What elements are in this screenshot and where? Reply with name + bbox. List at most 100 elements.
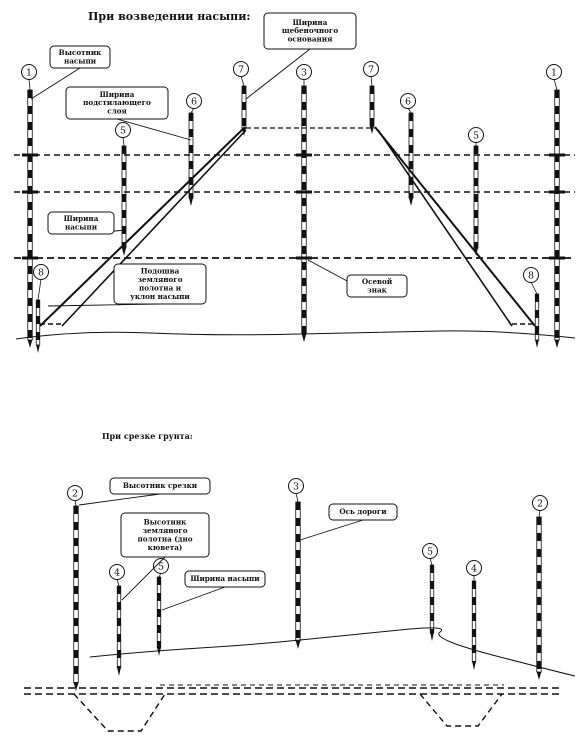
stake-s3-center: 3 <box>296 64 312 342</box>
stake-band <box>73 602 79 610</box>
stake-band <box>474 178 478 186</box>
stake-number: 5 <box>120 125 126 136</box>
stake-band <box>73 570 79 578</box>
stake-band <box>409 161 413 169</box>
stake-number: 3 <box>301 67 307 78</box>
stake-number-circle <box>466 560 482 576</box>
stake-s2-right: 2 <box>532 495 548 680</box>
callout-box <box>263 12 357 50</box>
callout-box <box>47 211 115 235</box>
stake-band <box>295 614 301 622</box>
stake-band <box>536 581 542 589</box>
callout-leader <box>245 48 311 100</box>
stake-band <box>189 129 193 137</box>
stake-band <box>27 170 33 178</box>
stake-band <box>554 218 560 226</box>
stake-band <box>27 202 33 210</box>
stake-band <box>370 118 374 126</box>
stake-tip <box>122 248 126 256</box>
stake-number-circle <box>288 478 304 494</box>
stake-band <box>472 645 476 653</box>
stake-s5-right: 5 <box>422 543 438 641</box>
stake-s4-right: 4 <box>466 560 482 670</box>
stake-band <box>73 522 79 530</box>
stake-number-circle <box>109 564 125 580</box>
stake-tip <box>430 633 434 641</box>
stake-band <box>73 618 79 626</box>
stake-band <box>301 326 307 334</box>
stake-band <box>73 586 79 594</box>
stake-tip <box>554 340 560 348</box>
stake-band <box>242 102 246 110</box>
stake-band <box>554 202 560 210</box>
stake-band <box>536 597 542 605</box>
stake-band <box>73 554 79 562</box>
stake-band <box>27 234 33 242</box>
stake-tip <box>409 198 413 206</box>
stake-band <box>301 102 307 110</box>
stake-number-circle <box>67 485 83 501</box>
stake-band <box>535 326 539 334</box>
stake-band <box>554 314 560 322</box>
callout-box <box>328 503 398 521</box>
stake-band <box>122 178 126 186</box>
stake-number: 2 <box>72 488 78 499</box>
stake-band <box>472 629 476 637</box>
callout-box <box>120 512 210 558</box>
stake-s5-left: 5 <box>115 122 131 256</box>
stake-band <box>295 550 301 558</box>
stake-number: 1 <box>551 67 557 78</box>
embankment-outline <box>14 126 576 340</box>
stake-band <box>474 226 478 234</box>
stake-number-circle <box>532 495 548 511</box>
callout-line: Ширина <box>293 18 328 27</box>
stake-band <box>472 613 476 621</box>
stake-band <box>301 166 307 174</box>
stake-number: 4 <box>471 563 477 574</box>
stake-band <box>295 582 301 590</box>
stake-band <box>122 146 126 154</box>
stake-band <box>73 506 79 514</box>
stake-number-leader <box>37 278 42 301</box>
stake-tip <box>117 668 121 676</box>
stake-band <box>301 198 307 206</box>
callout-line: Высотник срезки <box>123 481 198 490</box>
stake-band <box>122 194 126 202</box>
stake-band <box>536 565 542 573</box>
stake-band <box>430 597 434 605</box>
stake-band <box>27 330 33 338</box>
stake-band <box>73 682 79 683</box>
stake-band <box>36 300 40 308</box>
stake-number: 7 <box>238 64 244 75</box>
stake-number-circle <box>153 558 169 574</box>
callout-leader <box>161 586 226 611</box>
stake-band <box>189 177 193 185</box>
stake-band <box>295 502 301 510</box>
callout-line: щебеночного <box>282 26 338 35</box>
stake-band <box>301 214 307 222</box>
cut-title: При срезке грунта: <box>102 431 193 441</box>
stake-number-leader <box>429 557 433 566</box>
stake-band <box>554 298 560 306</box>
stake-s3-center: 3 <box>288 478 304 649</box>
stake-s7-right: 7 <box>363 61 379 134</box>
stake-band <box>301 230 307 238</box>
stake-number-circle <box>523 267 539 283</box>
stake-band <box>73 634 79 642</box>
callout-box <box>346 274 408 298</box>
stake-tip <box>157 648 161 656</box>
callout-leader <box>78 493 161 506</box>
stake-band <box>554 186 560 194</box>
callout-box <box>113 263 207 305</box>
stake-band <box>157 609 161 617</box>
stake-band <box>535 310 539 318</box>
stake-band <box>301 86 307 94</box>
stake-number-circle <box>422 543 438 559</box>
stake-number-circle <box>186 93 202 109</box>
stake-band <box>27 122 33 130</box>
